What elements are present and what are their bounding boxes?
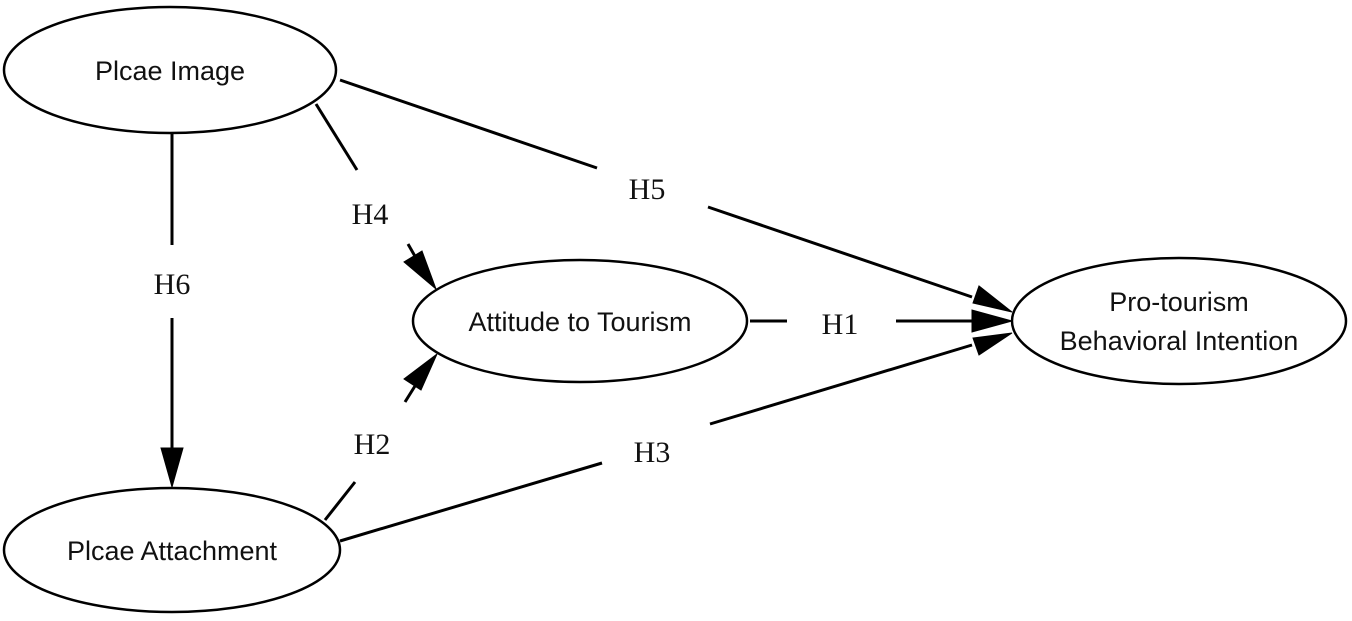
node-attitude-ellipse: [411, 258, 749, 384]
node-place-image-ellipse: [2, 5, 338, 135]
edge-h4-label: H4: [352, 198, 389, 231]
edge-h5-segment-2: [707, 205, 973, 299]
edge-h2-segment-2: [403, 385, 417, 403]
edge-h3-arrowhead: [972, 332, 1013, 356]
node-place-attachment: Plcae Attachment: [2, 486, 342, 614]
edge-h1: H1: [750, 308, 1014, 341]
edge-h2-arrowhead: [403, 353, 438, 391]
node-intention-label-line-1: Pro-tourism: [1109, 287, 1249, 317]
edge-h4-arrowhead: [403, 250, 438, 291]
edge-h3-segment-1: [339, 461, 603, 543]
edge-h1-arrowhead: [971, 309, 1014, 333]
edge-h3: H3: [339, 332, 1013, 543]
edge-h2-segment-1: [323, 481, 357, 521]
node-intention: Pro-tourism Behavioral Intention: [1010, 256, 1348, 386]
edge-h5-label: H5: [629, 173, 666, 206]
edge-h2: H2: [323, 353, 438, 521]
node-place-image: Plcae Image: [2, 5, 338, 135]
edge-h6-label: H6: [154, 268, 191, 301]
edge-h5-segment-1: [339, 78, 598, 170]
edge-h6: H6: [154, 133, 191, 489]
node-attitude: Attitude to Tourism: [411, 258, 749, 384]
edge-h4-segment-1: [314, 103, 359, 171]
edge-h2-label: H2: [354, 428, 391, 461]
node-attitude-label: Attitude to Tourism: [468, 307, 691, 337]
node-place-attachment-label: Plcae Attachment: [67, 536, 278, 566]
node-intention-ellipse: [1010, 256, 1348, 386]
edge-h6-arrowhead: [160, 447, 184, 489]
node-place-attachment-ellipse: [2, 486, 342, 614]
node-place-image-label: Plcae Image: [95, 56, 245, 86]
edge-h3-label: H3: [634, 436, 671, 469]
edge-h1-label: H1: [822, 308, 859, 341]
edge-h5-arrowhead: [972, 285, 1013, 313]
node-intention-label-line-2: Behavioral Intention: [1060, 326, 1299, 356]
edge-h3-segment-2: [709, 343, 973, 426]
edge-h4: H4: [314, 103, 438, 291]
edge-h5: H5: [339, 78, 1013, 313]
